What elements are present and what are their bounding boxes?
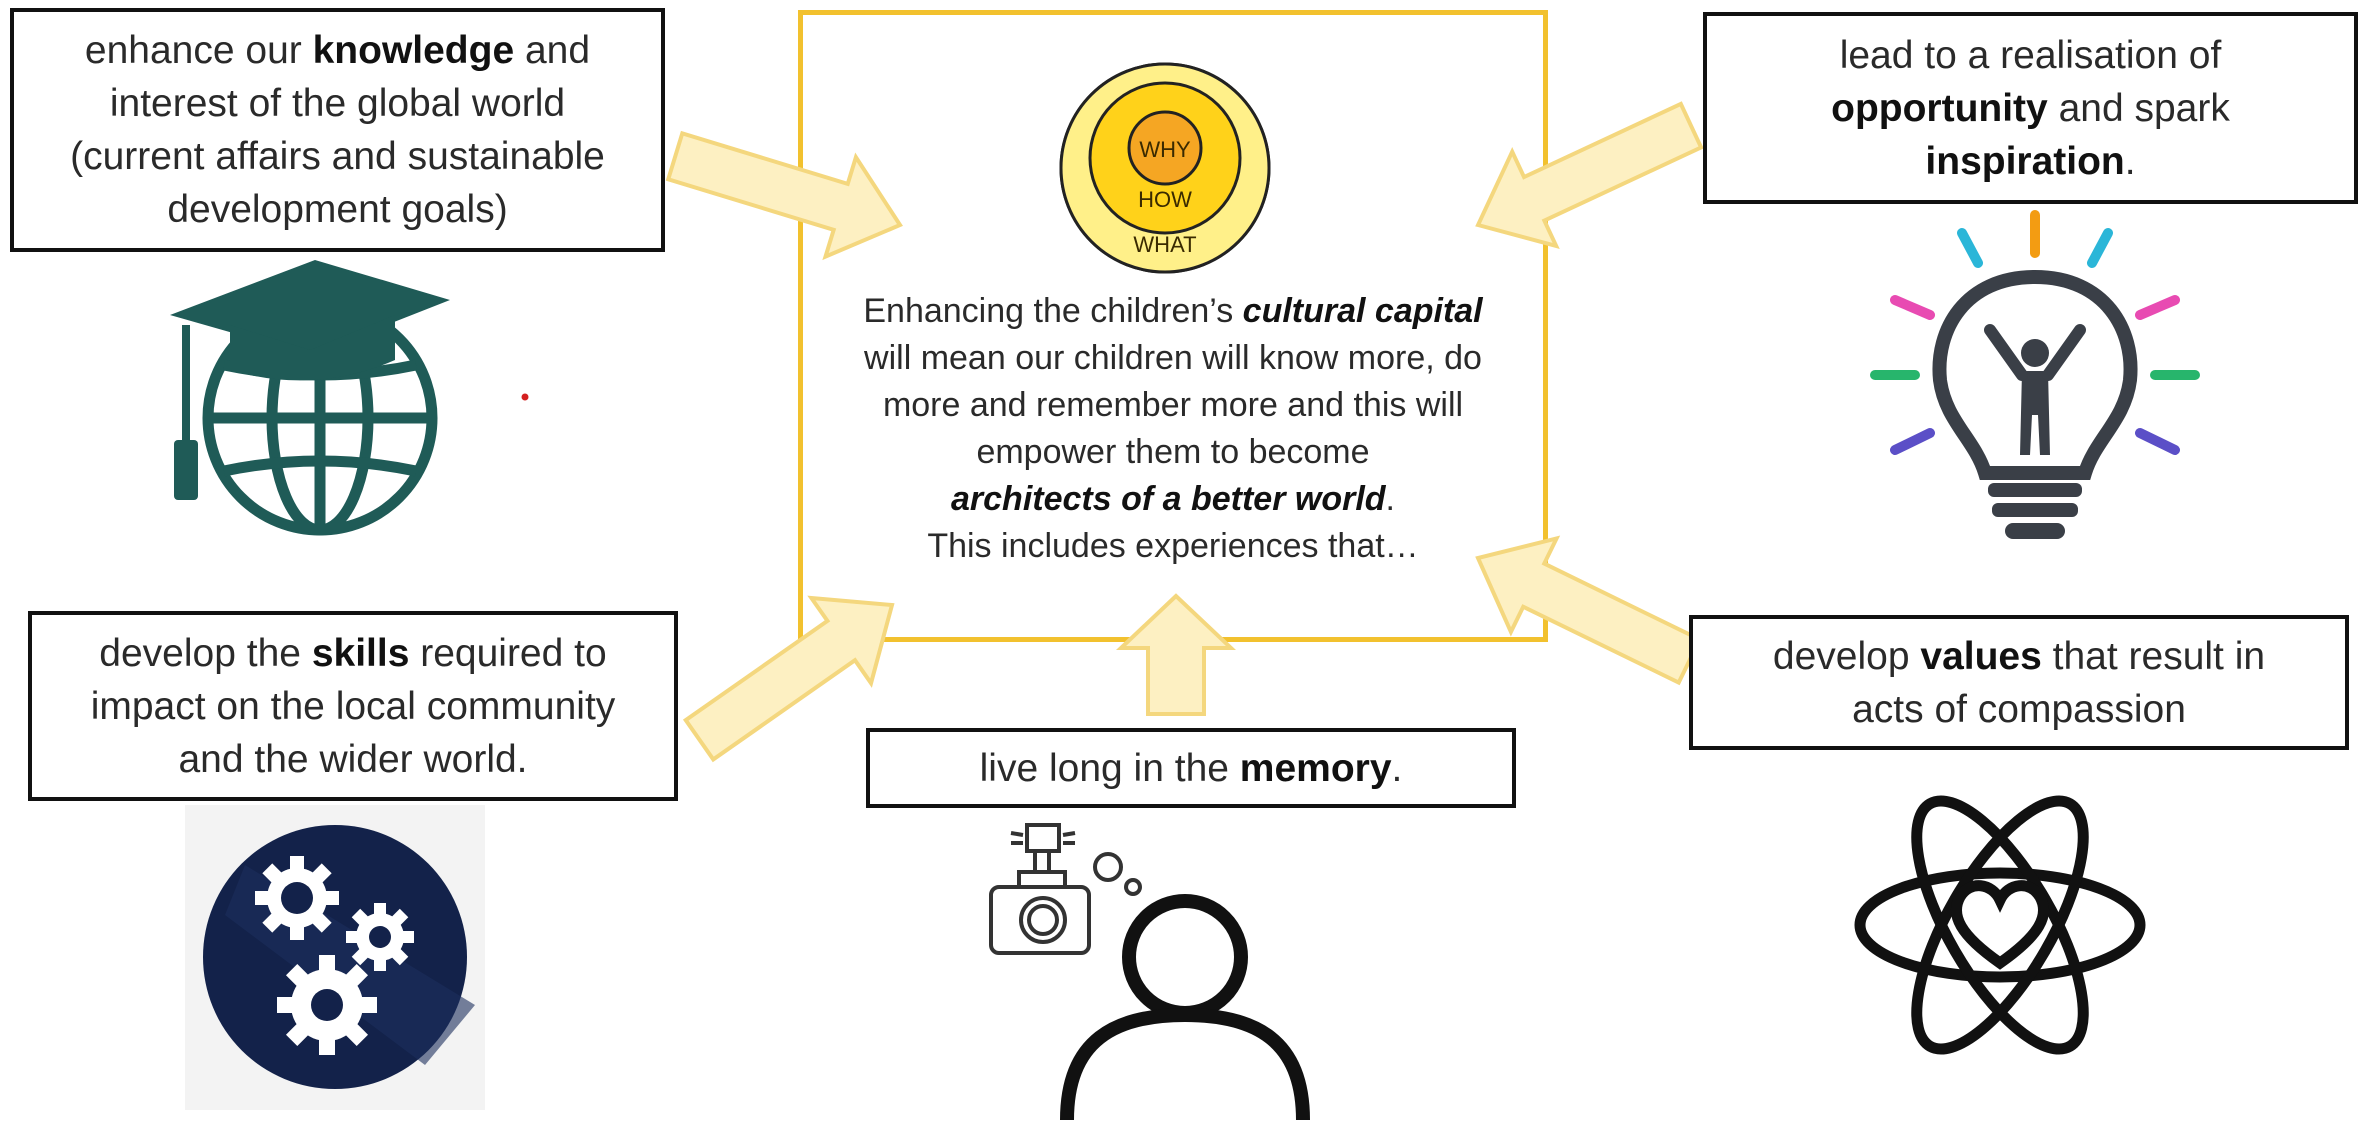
values-box: develop values that result in acts of co… bbox=[1689, 615, 2349, 750]
architects-emphasis: architects of a better world bbox=[951, 480, 1386, 518]
how-label: HOW bbox=[1138, 187, 1192, 212]
atom-heart-icon bbox=[1854, 795, 2146, 1055]
lightbulb-person-icon bbox=[1870, 210, 2200, 539]
red-dot bbox=[521, 393, 529, 401]
opportunity-box: lead to a realisation of opportunity and… bbox=[1703, 12, 2358, 204]
center-description: Enhancing the children’s cultural capita… bbox=[863, 292, 1483, 565]
arrow-top-left bbox=[665, 130, 903, 261]
camera-person-memory-icon bbox=[989, 823, 1310, 1121]
arrow-bottom-left bbox=[682, 595, 895, 763]
what-label: WHAT bbox=[1133, 232, 1196, 257]
skills-box: develop the skills required to impact on… bbox=[28, 611, 678, 801]
knowledge-box: enhance our knowledge and interest of th… bbox=[10, 8, 665, 252]
golden-circle-icon: WHY HOW WHAT bbox=[1059, 62, 1271, 274]
why-label: WHY bbox=[1139, 137, 1191, 162]
arrow-top-right bbox=[1475, 101, 1704, 249]
gears-icon bbox=[185, 805, 485, 1110]
graduation-cap-globe-icon bbox=[170, 260, 450, 536]
arrow-bottom-center bbox=[1115, 593, 1237, 716]
cultural-capital-emphasis: cultural capital bbox=[1242, 292, 1483, 330]
memory-box: live long in the memory. bbox=[866, 728, 1516, 808]
arrow-bottom-right bbox=[1475, 535, 1703, 686]
